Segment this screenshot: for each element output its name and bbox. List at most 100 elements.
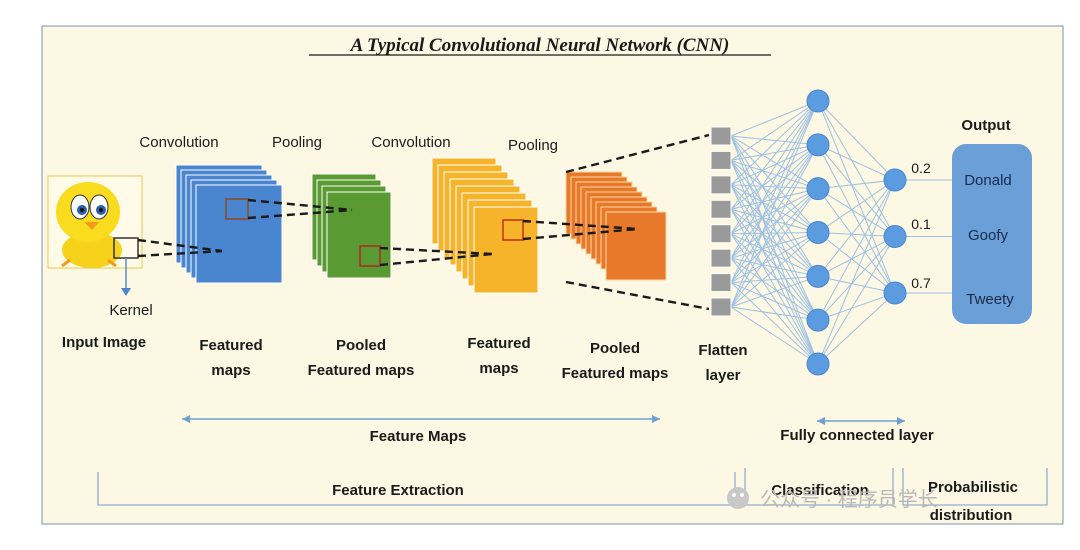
convolution-label-2: Convolution <box>371 134 450 151</box>
hidden-output-edge <box>817 292 896 365</box>
flatten-hidden-edge <box>730 188 819 235</box>
flatten-hidden-edge <box>730 100 819 308</box>
flatten-hidden-edge <box>730 232 819 235</box>
pooled-maps-2-stack <box>565 171 667 281</box>
featured-maps-2-label-line1: Featured <box>467 335 530 352</box>
featured-maps-1-label-line1: Featured <box>199 337 262 354</box>
flatten-hidden-edge <box>730 135 819 233</box>
classification-label: Classification <box>771 482 869 499</box>
hidden-output-edge <box>817 275 896 294</box>
output-node <box>883 225 907 248</box>
flatten-hidden-edge <box>730 232 819 308</box>
flatten-layer-nodes <box>710 126 732 317</box>
flatten-hidden-edge <box>730 135 819 146</box>
flatten-hidden-edge <box>730 135 819 321</box>
flatten-node <box>710 126 732 146</box>
hidden-output-edge <box>817 232 896 237</box>
flatten-hidden-edge <box>730 233 819 321</box>
flatten-hidden-edge <box>730 184 819 365</box>
hidden-output-edge <box>817 188 896 294</box>
hidden-output-edge <box>817 236 896 321</box>
flatten-hidden-edge <box>730 188 819 283</box>
hidden-output-edge <box>817 144 896 237</box>
flatten-node <box>710 224 732 244</box>
flatten-hidden-edge <box>730 100 819 234</box>
kernel-label: Kernel <box>109 302 152 319</box>
hidden-output-edge <box>817 144 896 181</box>
hidden-output-edge <box>817 100 896 237</box>
output-node <box>883 281 907 305</box>
hidden-output-edge <box>817 188 896 237</box>
flatten-hidden-edge <box>730 144 819 210</box>
flatten-hidden-edge <box>730 184 819 190</box>
flatten-hidden-edge <box>730 144 819 186</box>
hidden-output-edge <box>817 100 896 181</box>
fully-connected-label: Fully connected layer <box>780 427 934 444</box>
pooled-maps-2-label-line2: Featured maps <box>562 365 669 382</box>
hidden-node <box>806 133 830 157</box>
featured-maps-2-stack <box>431 157 539 294</box>
flatten-hidden-edge <box>730 233 819 277</box>
watermark-text: 公众号 · 程序员学长 <box>760 488 938 511</box>
hidden-output-edge <box>817 179 896 233</box>
pooled-maps-1-label-line1: Pooled <box>336 337 386 354</box>
flatten-hidden-edge <box>730 160 819 365</box>
hidden-output-edge <box>817 100 896 294</box>
flatten-hidden-edge <box>730 232 819 259</box>
pooling-label-1: Pooling <box>272 134 322 151</box>
flatten-hidden-edge <box>730 209 819 365</box>
flatten-hidden-edge <box>730 100 819 186</box>
featured-maps-2-label-line2: maps <box>479 360 518 377</box>
probability-donald: 0.2 <box>911 160 931 176</box>
flatten-hidden-edge <box>730 144 819 259</box>
flatten-hidden-edge <box>730 184 819 321</box>
output-class-goofy: Goofy <box>968 227 1009 244</box>
probabilistic-label-line2: distribution <box>930 507 1013 524</box>
flatten-hidden-edge <box>730 208 819 277</box>
classification-brace <box>744 468 894 506</box>
fully-connected-edges <box>730 100 952 365</box>
flatten-hidden-edge <box>730 160 819 277</box>
output-class-donald: Donald <box>964 172 1012 189</box>
hidden-output-edge <box>817 179 896 277</box>
flatten-hidden-edge <box>730 159 819 190</box>
hidden-output-edge <box>817 144 896 294</box>
diagram-title: A Typical Convolutional Neural Network (… <box>350 35 730 56</box>
flatten-hidden-edge <box>730 275 819 284</box>
featured-maps-1-stack <box>175 164 283 284</box>
input-image-label: Input Image <box>62 334 146 351</box>
probabilistic-brace <box>902 468 1048 506</box>
output-node <box>883 168 907 192</box>
output-class-tweety: Tweety <box>966 291 1014 308</box>
hidden-node <box>806 177 830 201</box>
flatten-hidden-edge <box>730 208 819 233</box>
flatten-hidden-edge <box>730 144 819 283</box>
flatten-hidden-edge <box>730 135 819 190</box>
flatten-node <box>710 199 732 219</box>
flatten-hidden-edge <box>730 160 819 233</box>
flatten-hidden-edge <box>730 282 819 365</box>
flatten-hidden-edge <box>730 144 819 308</box>
flatten-hidden-edge <box>730 188 819 308</box>
output-heading: Output <box>961 117 1010 134</box>
pooled-maps-1-label-line2: Featured maps <box>308 362 415 379</box>
receptive-field-dashes <box>137 133 710 311</box>
hidden-node <box>806 308 830 332</box>
flatten-node <box>710 273 732 293</box>
flatten-node <box>710 297 732 317</box>
flatten-hidden-edge <box>730 188 819 210</box>
input-image-bird-icon <box>47 175 143 269</box>
flatten-hidden-edge <box>730 184 819 233</box>
flatten-hidden-edge <box>730 257 819 277</box>
flatten-hidden-edge <box>730 100 819 210</box>
output-box <box>952 144 1032 324</box>
probability-goofy: 0.1 <box>911 216 931 232</box>
flatten-layer-label-line1: Flatten <box>698 342 747 359</box>
hidden-output-edge <box>817 236 896 277</box>
probability-tweety: 0.7 <box>911 275 931 291</box>
flatten-hidden-edge <box>730 144 819 161</box>
flatten-hidden-edge <box>730 135 819 365</box>
flatten-hidden-edge <box>730 135 819 277</box>
pooled-maps-1-stack <box>311 173 392 279</box>
